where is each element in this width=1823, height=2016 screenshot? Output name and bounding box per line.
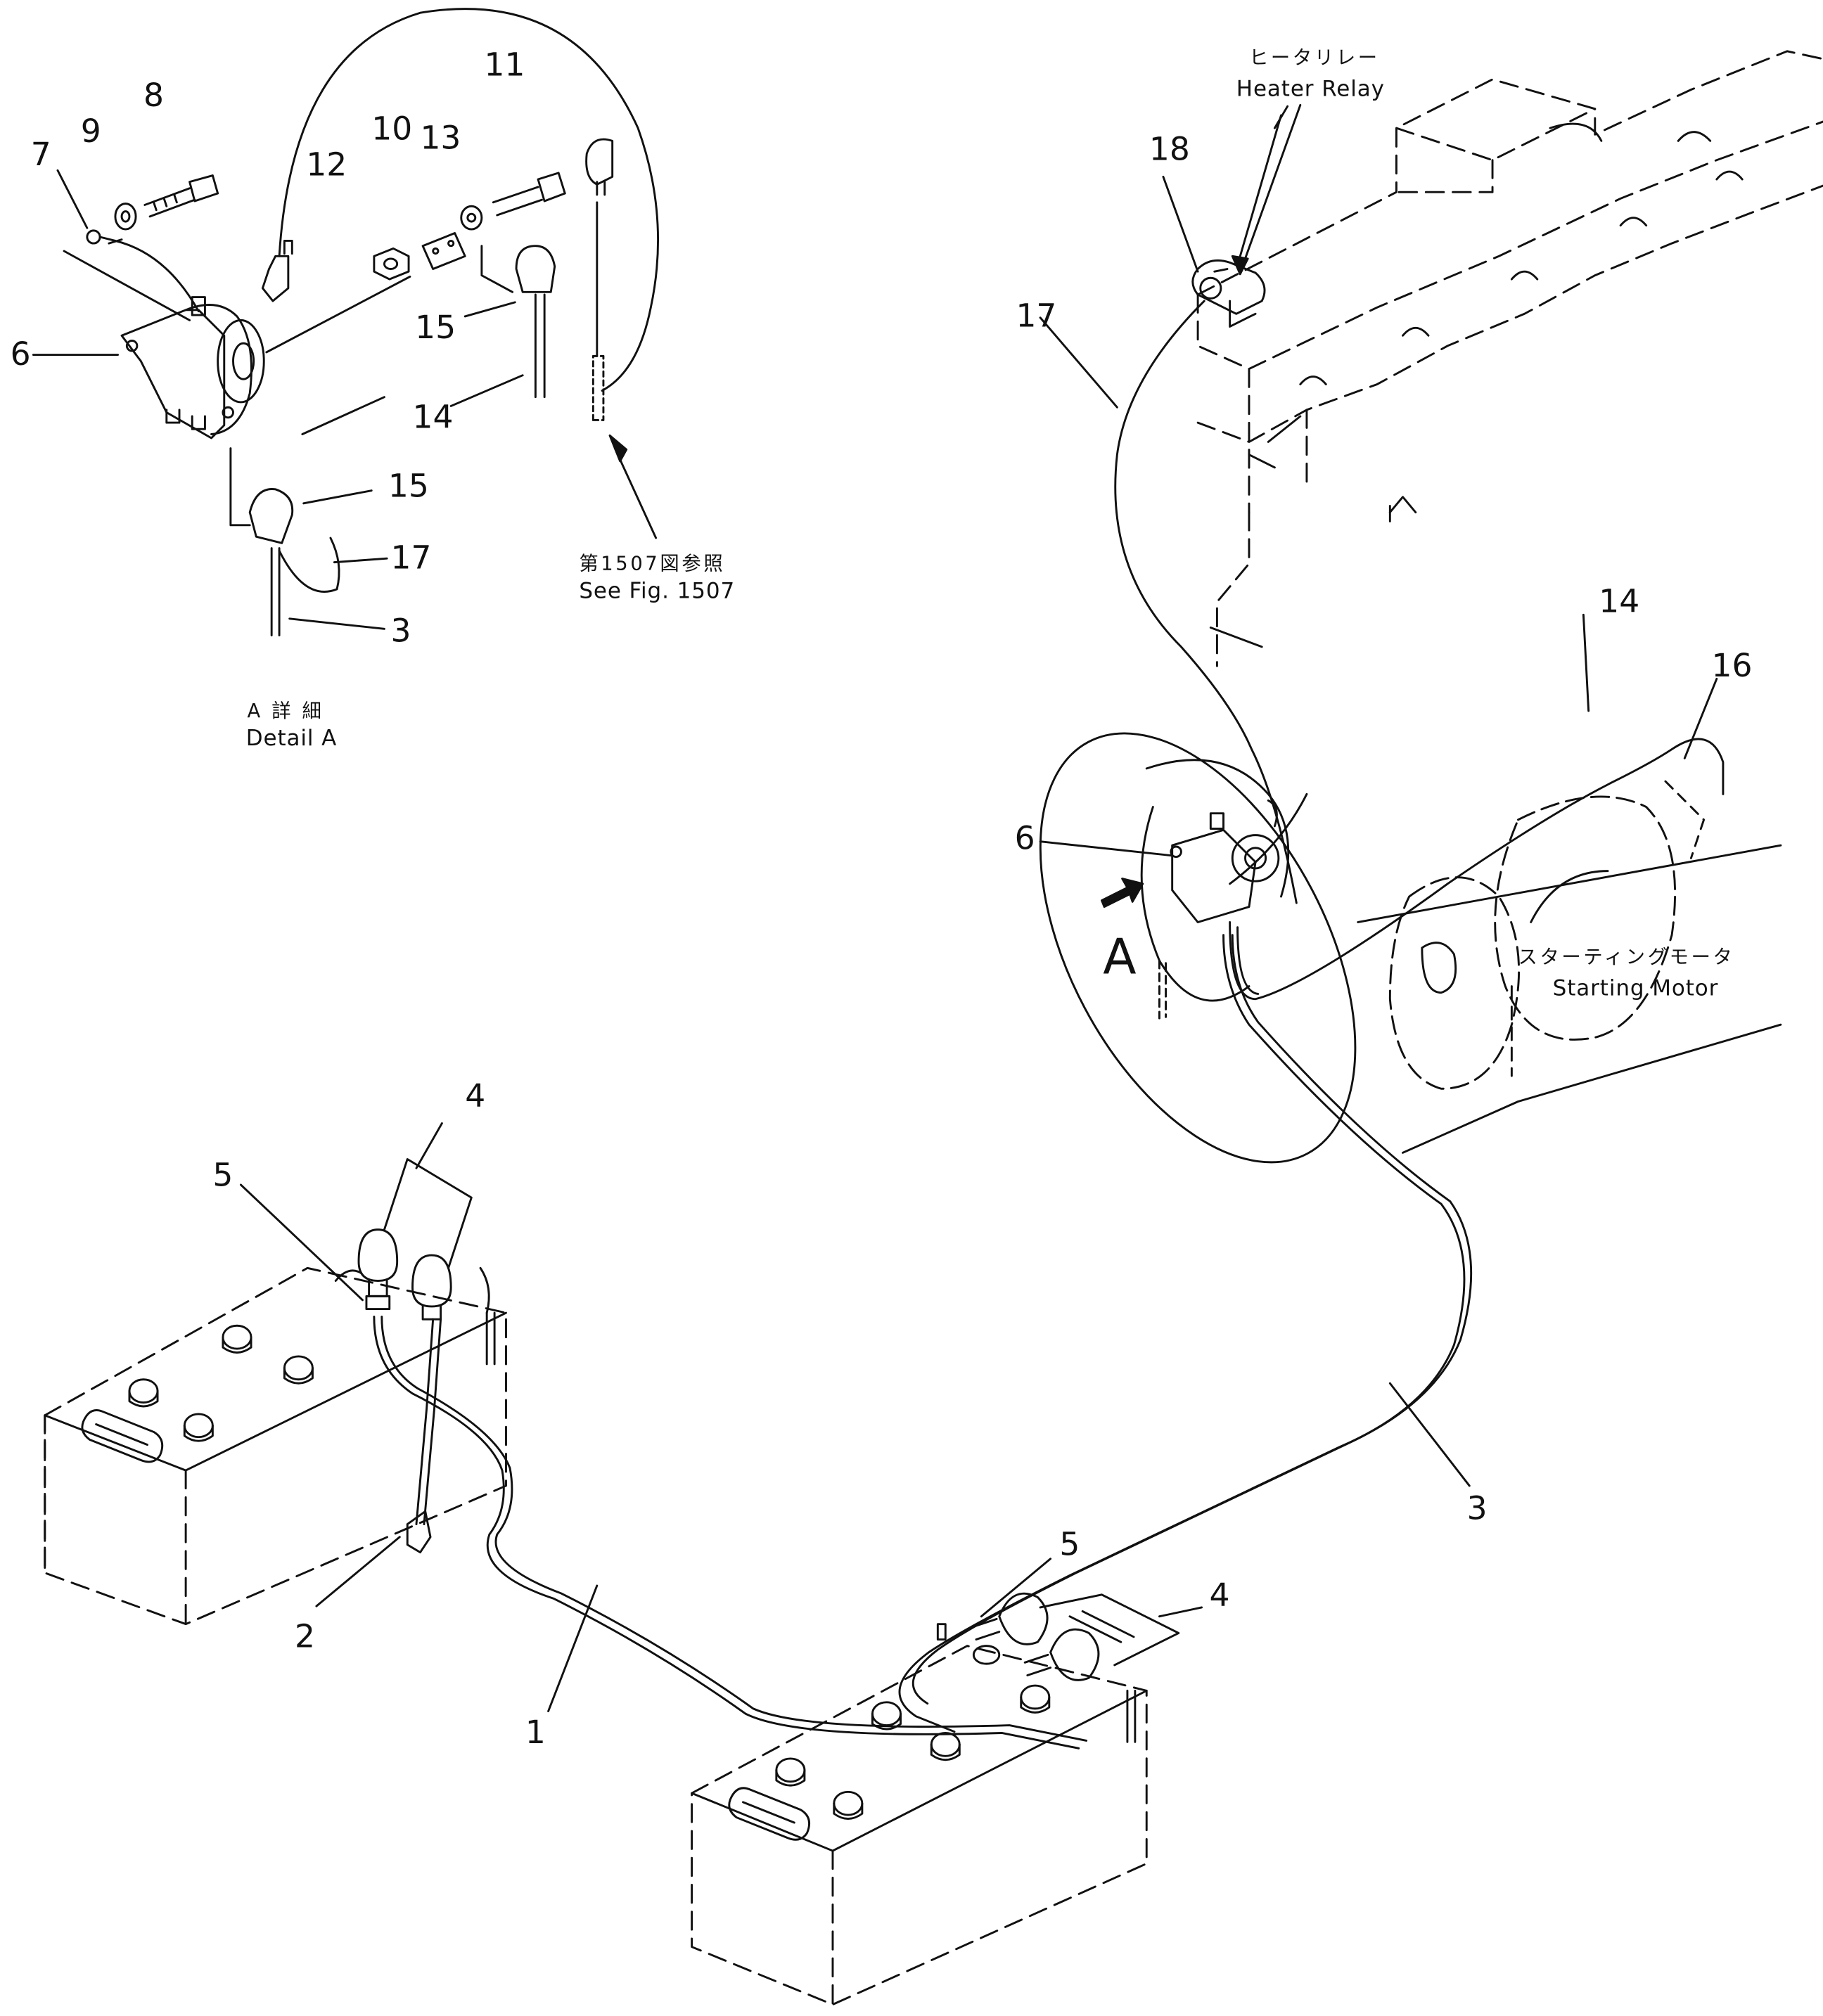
terminal-cover-4-lower bbox=[1040, 1595, 1179, 1665]
heater-relay-label: Heater Relay bbox=[1236, 77, 1385, 103]
starter-arrow bbox=[1232, 115, 1281, 274]
see-fig-label: See Fig. 1507 bbox=[579, 579, 736, 605]
cable-3 bbox=[900, 935, 1471, 1732]
callout-6-detail: 6 bbox=[10, 335, 31, 373]
detail-a-label: Detail A bbox=[245, 726, 338, 752]
upper-battery-terminals bbox=[335, 1230, 451, 1320]
see-fig-label-jp: 第1507図参照 bbox=[579, 552, 726, 575]
callout-14: 14 bbox=[1599, 582, 1640, 620]
callout-16: 16 bbox=[1711, 646, 1753, 684]
view-a-letter: A bbox=[1103, 928, 1137, 985]
heater-relay-assembly bbox=[1193, 260, 1265, 326]
callout-6: 6 bbox=[1014, 819, 1035, 857]
view-arrow-a bbox=[1101, 879, 1165, 1019]
callout-2: 2 bbox=[294, 1617, 315, 1655]
callout-12: 12 bbox=[306, 146, 347, 184]
lower-battery-terminals bbox=[938, 1593, 1099, 1680]
callout-10: 10 bbox=[371, 110, 413, 148]
callout-5-upper: 5 bbox=[212, 1156, 234, 1194]
callout-17-detail: 17 bbox=[390, 539, 432, 577]
callout-11: 11 bbox=[484, 46, 525, 84]
callout-8: 8 bbox=[143, 77, 164, 115]
callout-5-lower: 5 bbox=[1059, 1525, 1080, 1563]
starting-motor-label: Starting Motor bbox=[1552, 975, 1719, 1002]
detail-a-relay bbox=[122, 297, 264, 438]
starting-motor-label-jp: スターティングモータ bbox=[1518, 945, 1735, 969]
lower-battery bbox=[692, 1646, 1147, 2005]
callout-4-upper: 4 bbox=[465, 1077, 486, 1115]
callout-14-detail: 14 bbox=[412, 398, 454, 436]
callout-1: 1 bbox=[525, 1714, 546, 1751]
callout-17: 17 bbox=[1016, 297, 1057, 335]
cable-1 bbox=[374, 1317, 1087, 1749]
starter-cable-14 bbox=[1230, 739, 1723, 999]
upper-battery bbox=[45, 1268, 506, 1624]
battery-relay-on-engine bbox=[1171, 800, 1279, 922]
callout-15-detail-upper: 15 bbox=[415, 308, 456, 346]
detail-a-label-jp: A 詳 細 bbox=[247, 699, 324, 723]
leader-lines bbox=[33, 105, 1716, 1711]
callout-13: 13 bbox=[420, 119, 461, 157]
callout-3: 3 bbox=[1466, 1489, 1488, 1527]
callout-3-detail: 3 bbox=[390, 612, 411, 650]
callout-18: 18 bbox=[1149, 130, 1190, 168]
starting-motor-outline bbox=[1358, 781, 1781, 1153]
engine-block-outline bbox=[1198, 51, 1823, 666]
terminal-cover-4-upper bbox=[384, 1159, 471, 1268]
engine-ribs bbox=[1210, 124, 1742, 647]
callout-15-detail-lower: 15 bbox=[388, 467, 429, 505]
callout-4-lower: 4 bbox=[1209, 1577, 1230, 1614]
callout-9: 9 bbox=[80, 113, 101, 150]
heater-relay-cable-17 bbox=[1115, 301, 1297, 903]
heater-relay-label-jp: ヒータリレー bbox=[1248, 46, 1380, 70]
detail-a-parts bbox=[64, 9, 658, 636]
callout-7: 7 bbox=[30, 136, 51, 173]
